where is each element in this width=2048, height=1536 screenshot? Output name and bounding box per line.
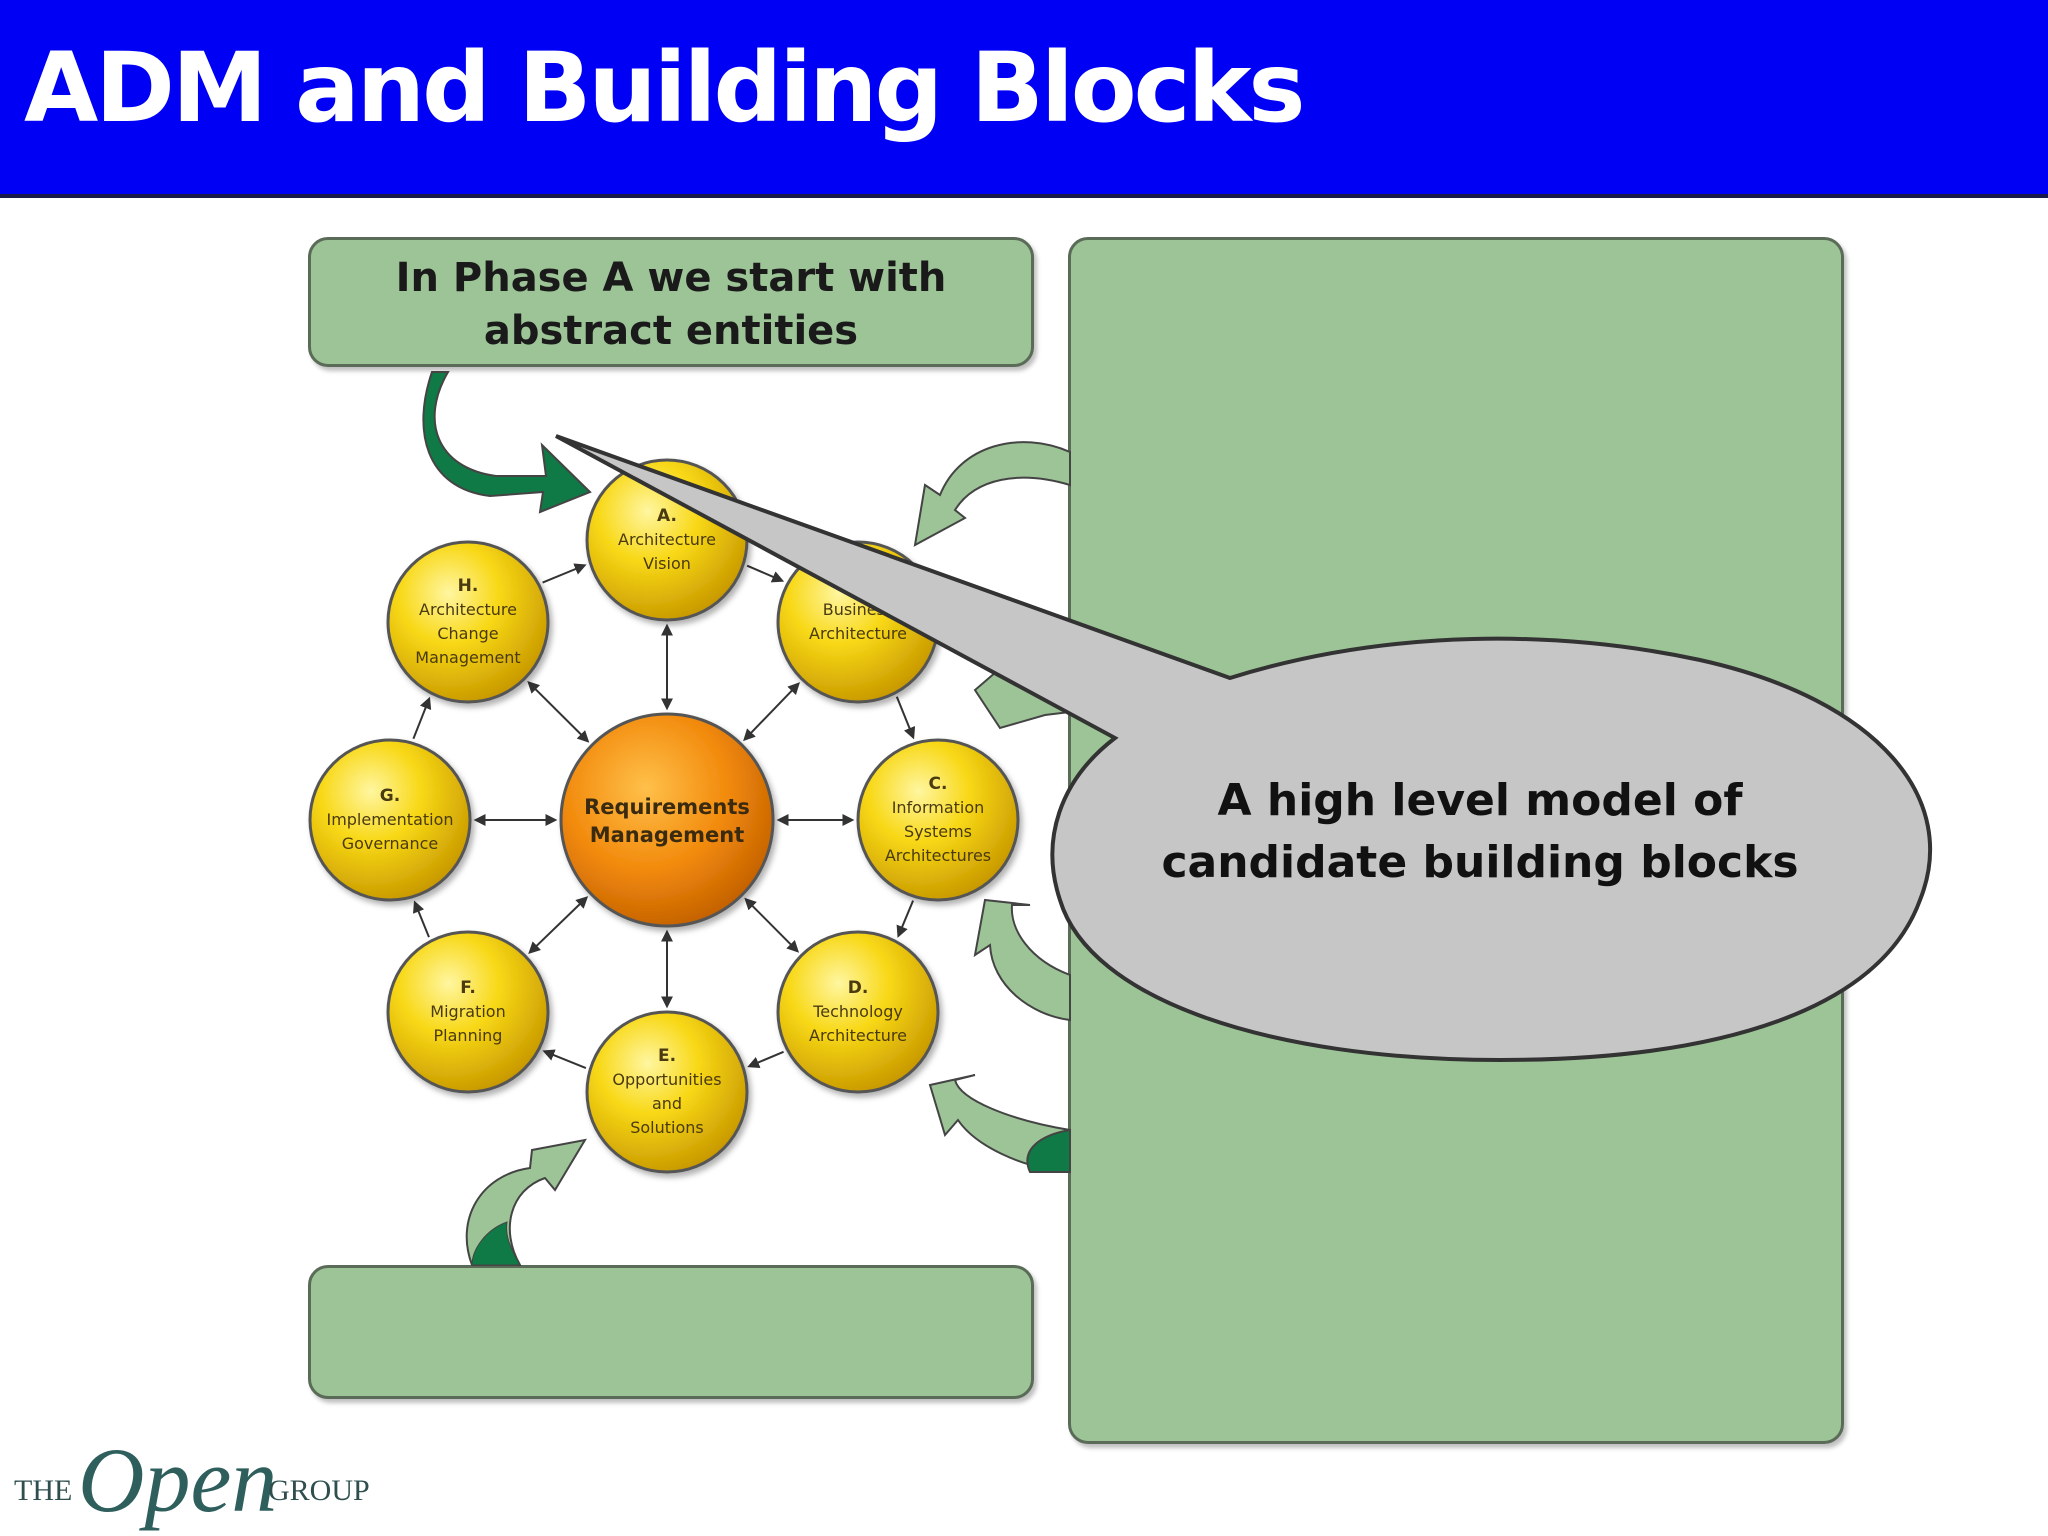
callout-text: A high level model of candidate building… bbox=[1100, 770, 1860, 894]
callout-line-1: A high level model of bbox=[1217, 775, 1743, 826]
phase-a-note-text: In Phase A we start with abstract entiti… bbox=[311, 252, 1031, 358]
phase-circle-g bbox=[308, 738, 472, 902]
cycle-arrow-d-e bbox=[747, 1050, 784, 1068]
phase-a-note-line-2: abstract entities bbox=[483, 308, 859, 354]
logo-open: Open bbox=[78, 1429, 278, 1531]
phase-label-f-1: Migration bbox=[430, 1002, 505, 1021]
phase-label-e-2: and bbox=[652, 1094, 682, 1113]
phase-label-h-3: Management bbox=[415, 648, 520, 667]
phase-label-h-2: Change bbox=[437, 624, 498, 643]
cycle-arrow-f-g bbox=[413, 900, 430, 938]
slide-title: ADM and Building Blocks bbox=[24, 32, 1306, 144]
phase-circle-d bbox=[776, 930, 940, 1094]
phase-a-note-box: In Phase A we start with abstract entiti… bbox=[308, 237, 1034, 367]
phase-label-f-2: Planning bbox=[434, 1026, 503, 1045]
phase-label-d-2: Architecture bbox=[809, 1026, 907, 1045]
arrow-bottom-right-dark bbox=[1026, 1128, 1071, 1173]
center-label-line-2: Management bbox=[590, 823, 745, 847]
open-group-logo: THE Open GROUP bbox=[14, 1434, 394, 1530]
cycle-arrow-a-b bbox=[746, 564, 785, 583]
phase-letter-d: D. bbox=[848, 978, 869, 998]
phase-label-b-2: Architecture bbox=[809, 624, 907, 643]
phase-circle-h bbox=[386, 540, 550, 704]
cycle-arrow-e-f bbox=[542, 1049, 587, 1069]
center-label-line-1: Requirements bbox=[584, 795, 750, 819]
callout-line-2: candidate building blocks bbox=[1161, 837, 1799, 888]
cycle-arrow-h-a bbox=[542, 563, 587, 584]
phase-letter-a: A. bbox=[657, 506, 677, 526]
center-node: Requirements Management bbox=[559, 712, 775, 928]
logo-the: THE bbox=[14, 1474, 73, 1507]
spoke-arrow-b bbox=[743, 682, 800, 742]
adm-phases: A.ArchitectureVisionBusinessArchitecture… bbox=[308, 458, 1020, 1174]
phase-label-c-1: Information bbox=[892, 798, 985, 817]
phase-label-a-2: Vision bbox=[643, 554, 691, 573]
arrow-bottom-left-dark bbox=[471, 1221, 521, 1266]
phase-label-e-3: Solutions bbox=[630, 1118, 704, 1137]
title-bar: ADM and Building Blocks bbox=[0, 0, 2048, 198]
phase-circle-c bbox=[856, 738, 1020, 902]
spoke-arrow-h bbox=[527, 680, 590, 743]
cycle-arrow-c-d bbox=[896, 900, 915, 938]
spoke-arrow-f bbox=[528, 896, 589, 954]
spoke-arrow-d bbox=[744, 897, 800, 953]
phase-a-note-line-1: In Phase A we start with bbox=[395, 255, 947, 301]
phase-label-d-1: Technology bbox=[812, 1002, 903, 1021]
phase-circle-e bbox=[585, 1010, 749, 1174]
adm-connectors bbox=[412, 563, 916, 1069]
phase-label-e-1: Opportunities bbox=[612, 1070, 721, 1089]
callout-bubble bbox=[555, 434, 1932, 1063]
arrow-top-left bbox=[422, 371, 592, 514]
cycle-arrow-g-h bbox=[412, 696, 432, 740]
curved-arrows bbox=[422, 371, 1071, 1266]
logo-group: GROUP bbox=[268, 1474, 370, 1507]
arrow-top-right bbox=[913, 441, 1071, 547]
requirements-management-circle bbox=[559, 712, 775, 928]
phase-letter-h: H. bbox=[458, 576, 479, 596]
phase-circle-f bbox=[386, 930, 550, 1094]
phase-label-c-3: Architectures bbox=[885, 846, 991, 865]
phase-letter-c: C. bbox=[929, 774, 948, 794]
phase-label-h-1: Architecture bbox=[419, 600, 517, 619]
cycle-arrow-b-c bbox=[895, 696, 916, 740]
phase-letter-g: G. bbox=[380, 786, 400, 806]
phase-letter-e: E. bbox=[658, 1046, 676, 1066]
phase-label-c-2: Systems bbox=[904, 822, 972, 841]
arrow-mid-right-lower bbox=[973, 898, 1071, 1022]
phase-label-g-1: Implementation bbox=[326, 810, 453, 829]
phase-label-a-1: Architecture bbox=[618, 530, 716, 549]
bottom-note-box bbox=[308, 1265, 1034, 1399]
phase-label-g-2: Governance bbox=[342, 834, 439, 853]
phase-letter-f: F. bbox=[460, 978, 476, 998]
